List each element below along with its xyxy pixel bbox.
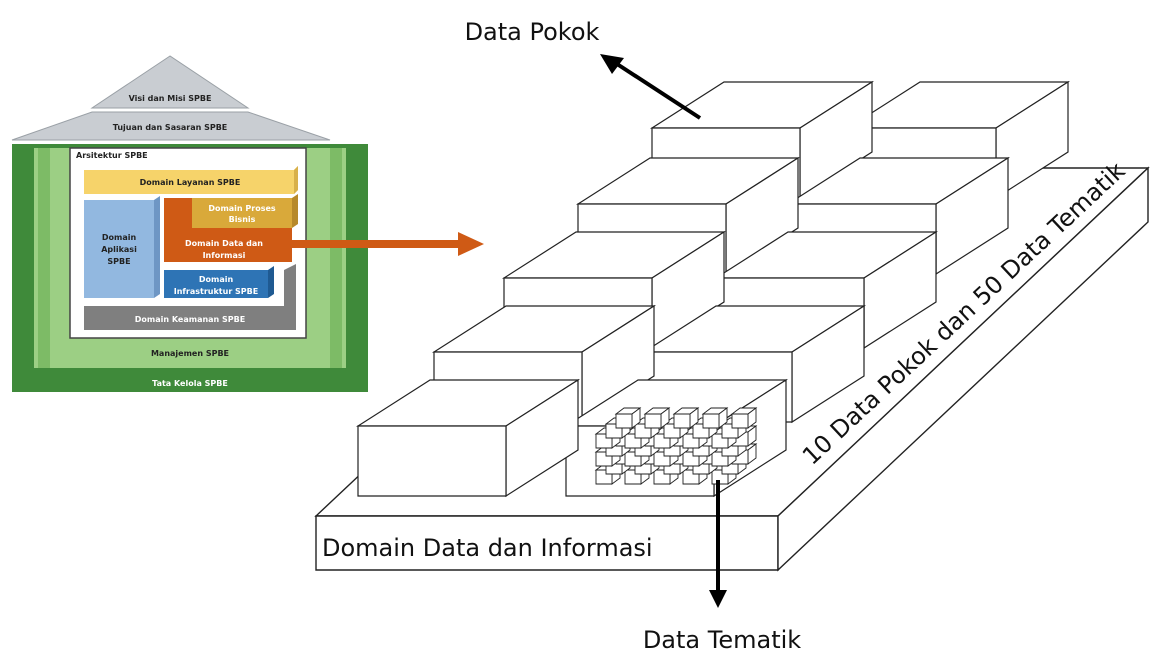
arsitektur-label: Arsitektur SPBE — [76, 151, 148, 160]
orange-arrow-head — [458, 232, 484, 256]
roof-top-label: Visi dan Misi SPBE — [129, 94, 212, 103]
arrow-data-tematik-head — [709, 590, 727, 608]
aplikasi-label-3: SPBE — [107, 257, 130, 266]
keamanan-label: Domain Keamanan SPBE — [135, 315, 245, 324]
data-tematik-cube — [730, 407, 758, 429]
infra-side — [268, 266, 274, 298]
arrow-data-pokok-head — [600, 54, 624, 74]
spbe-house: Visi dan Misi SPBE Tujuan dan Sasaran SP… — [11, 55, 368, 392]
data-tematik-cube-face — [731, 413, 749, 429]
arrow-data-pokok — [600, 54, 702, 120]
layanan-side — [294, 166, 298, 194]
roof-bottom-label: Tujuan dan Sasaran SPBE — [113, 123, 228, 132]
proses-block — [192, 198, 292, 228]
aplikasi-side — [154, 196, 160, 298]
layanan-bar — [84, 166, 298, 194]
proses-label-1: Domain Proses — [208, 204, 276, 213]
aplikasi-label-1: Domain — [102, 233, 137, 242]
aplikasi-block — [84, 200, 154, 298]
data-tematik-cube-face — [673, 413, 691, 429]
orange-arrow-shaft — [292, 240, 460, 248]
manajemen-side-left — [38, 148, 50, 368]
data-tematik-cube — [701, 407, 729, 429]
data-pokok-box — [355, 378, 581, 498]
data-pokok-label: Data Pokok — [465, 18, 600, 46]
data-pokok-boxes — [355, 80, 1071, 498]
roof-top — [90, 55, 250, 109]
data-tematik-cube-face — [644, 413, 662, 429]
data-pokok-box-face — [357, 425, 507, 497]
keamanan-block — [84, 264, 296, 330]
tata-kelola-label: Tata Kelola SPBE — [152, 379, 228, 388]
data-tematik-label: Data Tematik — [643, 626, 801, 654]
proses-label-2: Bisnis — [229, 215, 256, 224]
arrow-data-tematik — [709, 480, 727, 608]
infra-label-1: Domain — [199, 275, 234, 284]
data-info-label-2: Informasi — [203, 251, 246, 260]
layanan-label: Domain Layanan SPBE — [140, 178, 241, 187]
arrow-data-pokok-shaft — [612, 60, 702, 120]
data-tematik-cube — [614, 407, 642, 429]
data-tematik-cube-face — [615, 413, 633, 429]
data-tematik-cube — [643, 407, 671, 429]
data-tematik-cube-face — [702, 413, 720, 429]
data-info-label-1: Domain Data dan — [185, 239, 263, 248]
manajemen-label: Manajemen SPBE — [151, 349, 229, 358]
infra-label-2: Infrastruktur SPBE — [174, 287, 258, 296]
domain-label: Domain Data dan Informasi — [322, 534, 653, 562]
aplikasi-label-2: Aplikasi — [101, 245, 137, 254]
infra-block — [164, 270, 268, 298]
data-tematik-cubes — [594, 407, 758, 485]
manajemen-side-right — [330, 148, 342, 368]
data-tematik-cube — [672, 407, 700, 429]
roof-bottom — [11, 111, 331, 141]
platform-side — [777, 166, 1149, 572]
orange-arrow — [292, 232, 484, 256]
proses-side — [292, 194, 298, 228]
